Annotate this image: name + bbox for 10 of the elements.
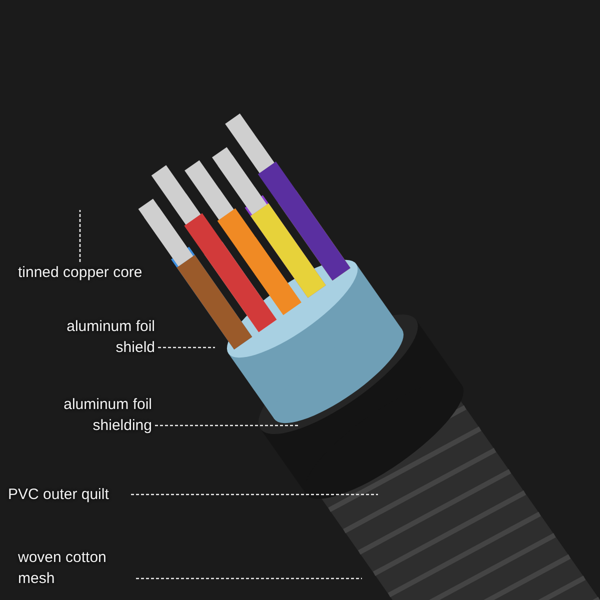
leader-line bbox=[155, 424, 300, 426]
leader-line bbox=[158, 346, 215, 348]
leader-line bbox=[131, 494, 378, 496]
leader-line bbox=[136, 578, 362, 580]
callout-label: aluminum foil shield bbox=[30, 316, 155, 358]
callout-label: tinned copper core bbox=[18, 262, 188, 283]
callout-label: aluminum foil shielding bbox=[6, 394, 152, 436]
leader-line bbox=[79, 210, 81, 262]
callout-label: woven cotton mesh bbox=[18, 547, 133, 589]
callout-label: PVC outer quilt bbox=[8, 484, 128, 505]
